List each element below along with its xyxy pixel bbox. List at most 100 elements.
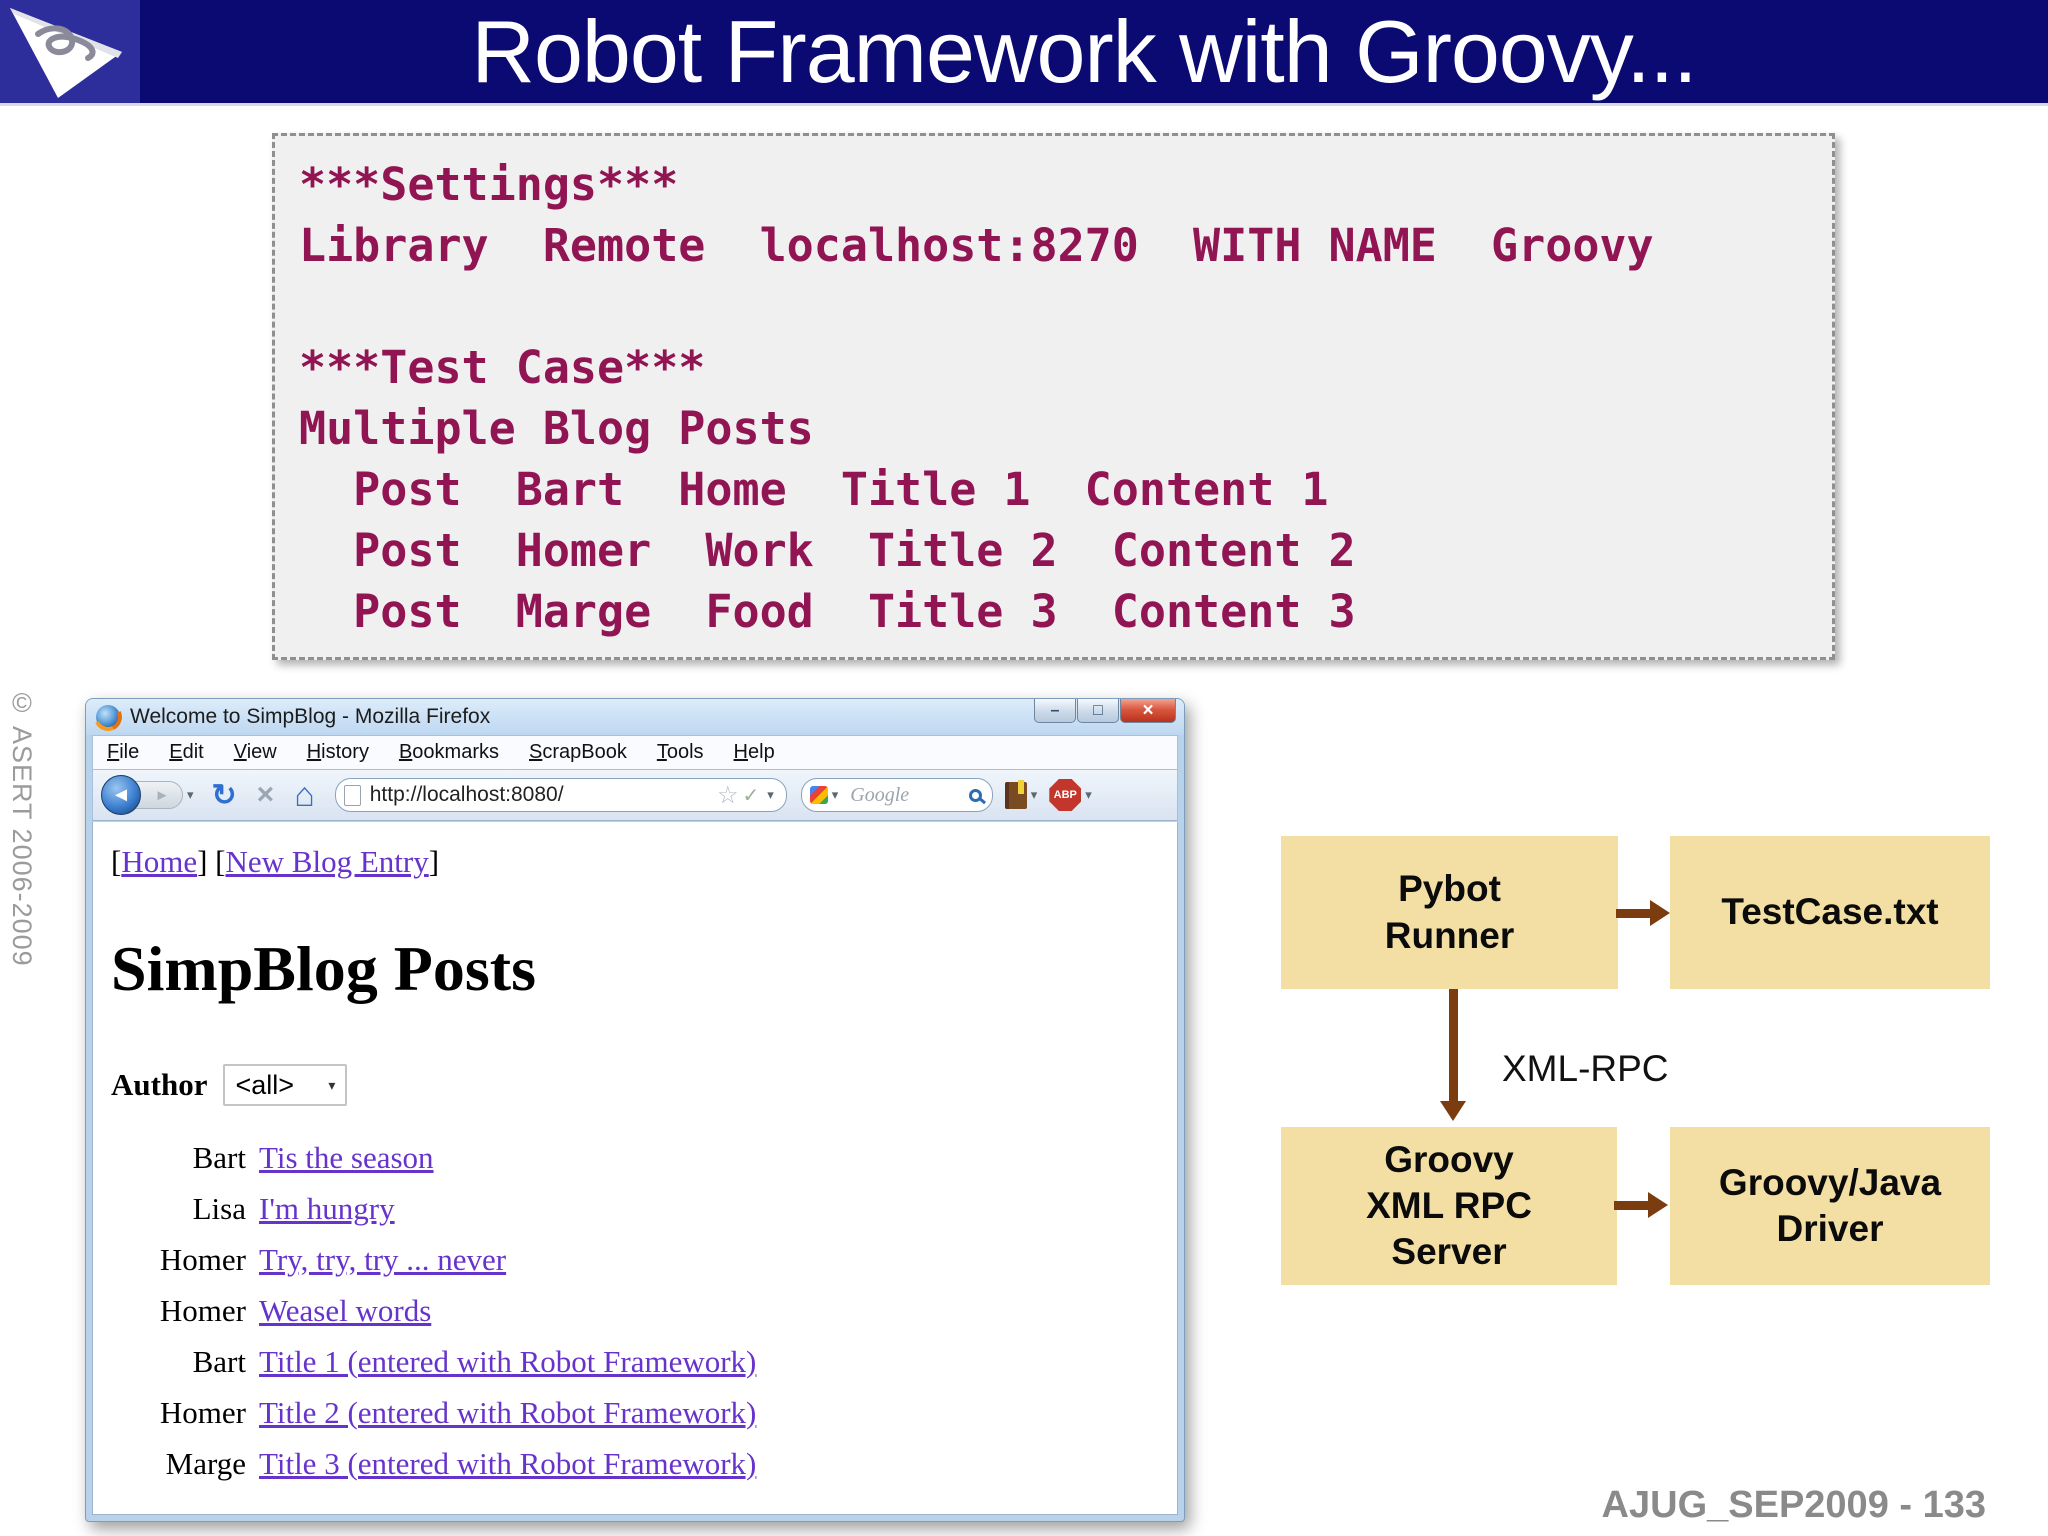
- scrapbook-icon[interactable]: [1004, 779, 1027, 809]
- post-row: Homer Try, try, try ... never: [111, 1234, 1177, 1285]
- google-logo-icon: [809, 786, 828, 804]
- menu-view[interactable]: View: [233, 741, 277, 763]
- posts-table: Bart Tis the season Lisa I'm hungry Home…: [111, 1132, 1177, 1489]
- reload-button[interactable]: ↻: [211, 778, 237, 812]
- xml-rpc-label: XML-RPC: [1502, 1048, 1669, 1089]
- post-author: Lisa: [192, 1190, 246, 1226]
- menu-history[interactable]: History: [306, 741, 369, 763]
- adblock-dropdown-icon[interactable]: ▾: [1085, 787, 1092, 802]
- slide-footer: AJUG_SEP2009 - 133: [1601, 1484, 1986, 1526]
- blog-nav-links: [Home] [New Blog Entry]: [111, 844, 1177, 880]
- arrow-pybot-to-server: [1439, 989, 1467, 1121]
- diagram-box-groovy-xmlrpc-server: Groovy XML RPC Server: [1281, 1127, 1617, 1285]
- author-filter-value: <all>: [235, 1069, 295, 1100]
- new-blog-entry-link[interactable]: New Blog Entry: [225, 844, 429, 879]
- arrow-shaft: [1448, 989, 1458, 1101]
- search-icon[interactable]: [968, 788, 982, 802]
- arrow-shaft: [1614, 1200, 1648, 1210]
- post-row: Homer Title 2 (entered with Robot Framew…: [111, 1387, 1177, 1438]
- url-text[interactable]: http://localhost:8080/: [369, 783, 564, 806]
- minimize-button[interactable]: –: [1034, 699, 1076, 723]
- page-title: SimpBlog Posts: [111, 933, 536, 1004]
- code-panel: ***Settings*** Library Remote localhost:…: [272, 133, 1835, 660]
- author-label: Author: [111, 1067, 208, 1102]
- menu-bookmarks[interactable]: Bookmarks: [398, 741, 499, 763]
- menu-edit[interactable]: Edit: [169, 741, 204, 763]
- slide-header: Robot Framework with Groovy...: [0, 0, 2048, 106]
- diagram-box-testcase-txt: TestCase.txt: [1670, 836, 1990, 989]
- arrow-pybot-to-testcase: [1616, 900, 1670, 926]
- bracket: ]: [197, 844, 208, 879]
- adblock-icon[interactable]: ABP: [1049, 779, 1082, 811]
- stop-button[interactable]: ×: [256, 778, 275, 811]
- asert-logo-icon: [0, 0, 140, 103]
- home-button[interactable]: ⌂: [294, 775, 315, 814]
- author-filter-select[interactable]: <all> ▾: [223, 1064, 348, 1106]
- menu-bar: File Edit View History Bookmarks ScrapBo…: [92, 735, 1178, 769]
- search-engine-dropdown-icon[interactable]: ▾: [831, 787, 839, 802]
- code-line: Post Bart Home Title 1 Content 1: [299, 463, 1329, 516]
- post-row: Homer Weasel words: [111, 1285, 1177, 1336]
- post-link[interactable]: Title 3 (entered with Robot Framework): [259, 1445, 757, 1481]
- code-line: Post Marge Food Title 3 Content 3: [299, 585, 1356, 638]
- check-icon: ✓: [742, 784, 760, 807]
- menu-tools[interactable]: Tools: [656, 741, 704, 763]
- bracket: [: [111, 844, 122, 879]
- maximize-button[interactable]: □: [1077, 699, 1119, 723]
- post-link[interactable]: Try, try, try ... never: [259, 1241, 507, 1277]
- code-line: Library Remote localhost:8270 WITH NAME …: [299, 219, 1654, 272]
- post-link[interactable]: Title 2 (entered with Robot Framework): [259, 1394, 757, 1430]
- url-bar[interactable]: http://localhost:8080/ ☆ ✓ ▾: [334, 778, 787, 812]
- post-author: Marge: [165, 1445, 246, 1481]
- arrow-head: [1440, 1101, 1466, 1121]
- post-link[interactable]: Tis the season: [259, 1139, 434, 1175]
- scrapbook-dropdown-icon[interactable]: ▾: [1030, 787, 1038, 802]
- post-row: Lisa I'm hungry: [111, 1183, 1177, 1234]
- code-line: Multiple Blog Posts: [299, 402, 814, 455]
- firefox-window: Welcome to SimpBlog - Mozilla Firefox – …: [85, 698, 1185, 1522]
- bookmark-star-icon[interactable]: ☆: [716, 781, 739, 809]
- diagram-box-groovy-java-driver: Groovy/Java Driver: [1670, 1127, 1990, 1285]
- post-link[interactable]: Weasel words: [259, 1292, 432, 1328]
- window-titlebar[interactable]: Welcome to SimpBlog - Mozilla Firefox – …: [86, 699, 1184, 735]
- bracket: [: [215, 844, 226, 879]
- arrow-server-to-driver: [1614, 1192, 1668, 1218]
- home-link[interactable]: Home: [121, 844, 198, 879]
- post-row: Marge Title 3 (entered with Robot Framew…: [111, 1438, 1177, 1489]
- close-button[interactable]: ×: [1120, 699, 1176, 723]
- code-line: [299, 276, 1832, 337]
- arrow-head: [1650, 900, 1670, 926]
- post-author: Bart: [192, 1139, 246, 1175]
- window-title: Welcome to SimpBlog - Mozilla Firefox: [130, 705, 491, 728]
- post-author: Homer: [159, 1292, 246, 1328]
- code-line: ***Settings***: [299, 158, 679, 211]
- post-link[interactable]: Title 1 (entered with Robot Framework): [259, 1343, 757, 1379]
- post-author: Bart: [192, 1343, 246, 1379]
- navigation-toolbar: ◄ ► ▾ ↻ × ⌂ http://localhost:8080/ ☆ ✓ ▾…: [92, 769, 1178, 821]
- url-dropdown-icon[interactable]: ▾: [767, 787, 774, 802]
- history-dropdown-icon[interactable]: ▾: [187, 787, 194, 802]
- code-line: ***Test Case***: [299, 341, 706, 394]
- post-row: Bart Title 1 (entered with Robot Framewo…: [111, 1336, 1177, 1387]
- window-controls: – □ ×: [1033, 699, 1176, 723]
- post-author: Homer: [159, 1241, 246, 1277]
- menu-scrapbook[interactable]: ScrapBook: [529, 741, 627, 763]
- menu-file[interactable]: File: [107, 741, 140, 763]
- bracket: ]: [428, 844, 440, 879]
- select-dropdown-icon: ▾: [328, 1076, 336, 1093]
- post-row: Bart Tis the season: [111, 1132, 1177, 1183]
- back-button[interactable]: ◄: [101, 775, 141, 815]
- search-box[interactable]: ▾ Google: [800, 778, 993, 812]
- slide-title: Robot Framework with Groovy...: [471, 2, 1697, 101]
- code-line: Post Homer Work Title 2 Content 2: [299, 524, 1356, 577]
- arrow-head: [1648, 1192, 1668, 1218]
- page-icon: [343, 784, 361, 806]
- browser-content: [Home] [New Blog Entry] SimpBlog Posts A…: [92, 822, 1178, 1515]
- menu-help[interactable]: Help: [733, 741, 775, 763]
- diagram-box-pybot-runner: Pybot Runner: [1281, 836, 1618, 989]
- post-link[interactable]: I'm hungry: [259, 1190, 395, 1226]
- search-input[interactable]: Google: [850, 783, 910, 806]
- copyright-text: © ASERT 2006-2009: [7, 688, 37, 967]
- post-author: Homer: [159, 1394, 246, 1430]
